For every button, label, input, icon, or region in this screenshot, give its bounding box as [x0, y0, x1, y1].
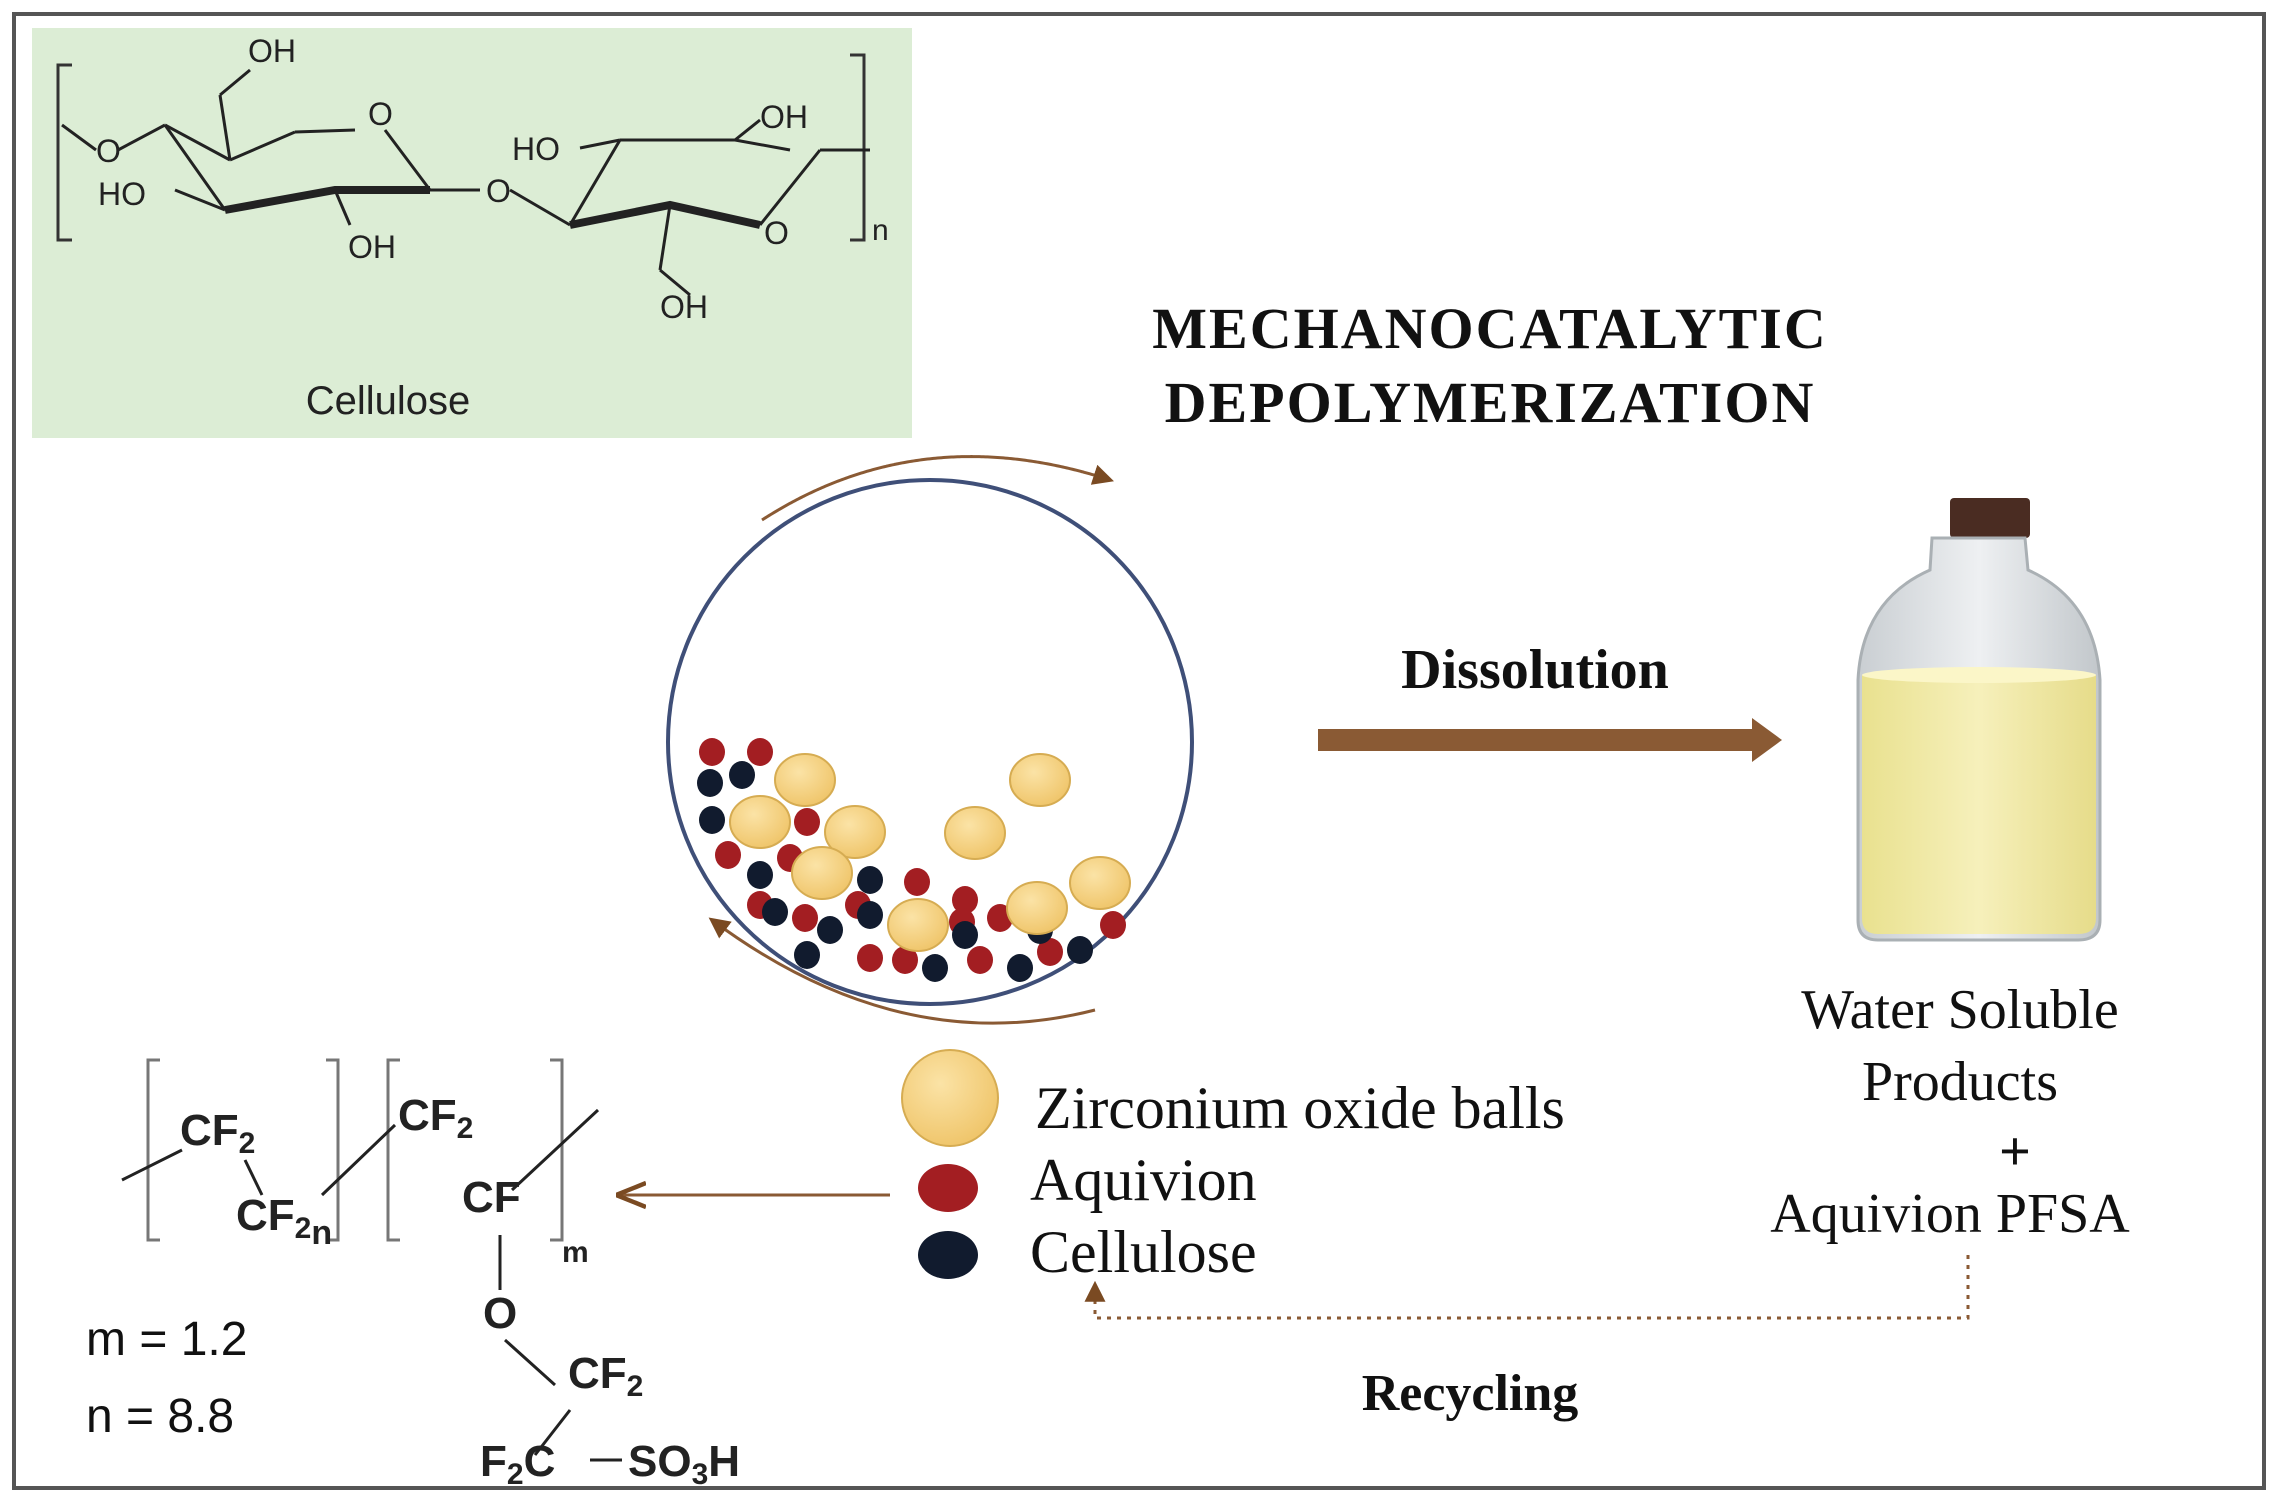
mill-zirconium-ball: [1009, 753, 1071, 807]
aq-cf2-a: CF2: [180, 1106, 255, 1160]
ho-left-label: HO: [98, 176, 146, 212]
mill-cellulose-particle: [857, 901, 883, 929]
rotation-arrow-top: [761, 455, 1114, 522]
mill-cellulose-particle: [952, 921, 978, 949]
dissolution-head: [1752, 718, 1782, 762]
left-bracket: [56, 63, 72, 242]
mill-cellulose-particle: [729, 761, 755, 789]
oh-bottom2-label: OH: [660, 289, 708, 325]
legend-cellulose-swatch: [918, 1231, 978, 1279]
title-line-1: MECHANOCATALYTIC: [1152, 296, 1827, 361]
mill-zirconium-ball: [1069, 856, 1131, 910]
mill-zirconium-ball: [791, 846, 853, 900]
aq-o: O: [483, 1289, 517, 1338]
liquid-surface: [1862, 667, 2096, 683]
bottle-liquid: [1862, 675, 2096, 934]
param-n: n = 8.8: [86, 1390, 234, 1443]
cellulose-caption: Cellulose: [306, 379, 471, 423]
mill-cellulose-particle: [699, 806, 725, 834]
ho-ring2-label: HO: [512, 131, 560, 167]
product-bottle: [1856, 498, 2102, 942]
mill-aquivion-particle: [792, 904, 818, 932]
ball-mill: [666, 455, 1194, 1025]
products-plus: +: [1999, 1121, 2031, 1183]
rotation-arrow-bottom: [708, 917, 1096, 1025]
cellulose-structure: OH O HO OH O HO OH O OH O n Cellulose: [32, 28, 912, 438]
mill-aquivion-particle: [967, 946, 993, 974]
oh-ring2-label: OH: [760, 99, 808, 135]
aq-cf: CF: [462, 1173, 521, 1222]
aq-bracket-2-right: [550, 1058, 564, 1242]
mill-zirconium-ball: [729, 795, 791, 849]
products-line-2: Products: [1862, 1051, 2058, 1113]
mill-aquivion-particle: [1100, 911, 1126, 939]
mill-cellulose-particle: [922, 954, 948, 982]
aq-cf2-c: CF2: [398, 1091, 473, 1145]
mill-aquivion-particle: [892, 946, 918, 974]
o-ring2-label: O: [764, 215, 789, 251]
aq-cf2-d: CF2: [568, 1349, 643, 1403]
o-left-label: O: [96, 133, 121, 169]
legend-zirconium-swatch: [901, 1049, 999, 1147]
mill-cellulose-particle: [794, 941, 820, 969]
recycling-label: Recycling: [1362, 1365, 1579, 1422]
aq-f2c: F2C: [480, 1437, 555, 1491]
legend-zirconium-label: Zirconium oxide balls: [1035, 1075, 1565, 1141]
aq-so3h: SO3H: [628, 1437, 740, 1491]
mill-zirconium-ball: [944, 806, 1006, 860]
aq-bracket-1-left: [146, 1058, 160, 1242]
aq-bracket-2-left: [386, 1058, 400, 1242]
mill-cellulose-particle: [762, 898, 788, 926]
cellulose-background: [32, 28, 912, 438]
mill-aquivion-particle: [794, 808, 820, 836]
title-line-2: DEPOLYMERIZATION: [1165, 370, 1816, 435]
mill-cellulose-particle: [1067, 936, 1093, 964]
legend-aquivion-swatch: [918, 1164, 978, 1212]
o-bridge-label: O: [486, 173, 511, 209]
mill-cellulose-particle: [697, 769, 723, 797]
recycling-path: [1084, 1255, 1970, 1320]
outer-frame: [12, 12, 2266, 1490]
dissolution-arrow: Dissolution: [1318, 639, 1782, 762]
mill-aquivion-particle: [747, 738, 773, 766]
n-subscript: n: [872, 214, 889, 247]
mill-cellulose-particle: [1007, 954, 1033, 982]
mill-zirconium-ball: [887, 898, 949, 952]
mill-zirconium-ball: [824, 805, 886, 859]
products-line-3: Aquivion PFSA: [1770, 1183, 2130, 1245]
mill-aquivion-particle: [715, 841, 741, 869]
legend-aquivion-label: Aquivion: [1030, 1147, 1257, 1213]
mill-cellulose-particle: [857, 866, 883, 894]
param-m: m = 1.2: [86, 1313, 247, 1366]
oh-bottom1-label: OH: [348, 229, 396, 265]
mill-zirconium-ball: [1006, 881, 1068, 935]
dissolution-label: Dissolution: [1401, 639, 1669, 701]
mill-aquivion-particle: [699, 738, 725, 766]
aquivion-structure: CF2 CF2n CF2 CF m O CF2 F2C SO3H: [121, 1058, 740, 1491]
mill-aquivion-particle: [1037, 938, 1063, 966]
aq-bracket-1-right: [326, 1058, 340, 1242]
aq-cf2-b: CF2n: [236, 1191, 332, 1252]
o-ring1-label: O: [368, 96, 393, 132]
aq-m-subscript: m: [562, 1236, 589, 1269]
mill-aquivion-particle: [904, 868, 930, 896]
mill-cellulose-particle: [817, 916, 843, 944]
right-bracket: [850, 53, 866, 242]
oh-top-label: OH: [248, 33, 296, 69]
bottle-cap: [1950, 498, 2030, 538]
mill-cellulose-particle: [747, 861, 773, 889]
mill-zirconium-ball: [774, 753, 836, 807]
mill-aquivion-particle: [952, 886, 978, 914]
products-line-1: Water Soluble: [1801, 979, 2118, 1041]
legend: Zirconium oxide balls Aquivion Cellulose: [901, 1049, 1565, 1285]
mill-aquivion-particle: [857, 944, 883, 972]
recycling-arrow: Recycling: [1084, 1255, 1970, 1422]
dissolution-shaft: [1318, 729, 1758, 751]
legend-cellulose-label: Cellulose: [1030, 1219, 1257, 1285]
